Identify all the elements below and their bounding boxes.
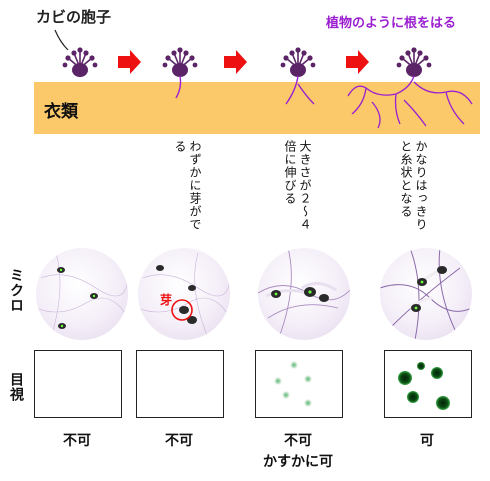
verdict-4: 可 <box>420 433 434 449</box>
pointer-line <box>54 29 69 51</box>
verdict-1: 不可 <box>63 433 91 449</box>
stage-note-3: 大きさが２～４倍に伸びる <box>283 140 312 231</box>
faint-colony <box>304 399 312 407</box>
hypha-network <box>347 75 473 129</box>
colony <box>431 367 443 379</box>
bud-highlight-circle <box>171 299 193 321</box>
growth-diagram <box>54 29 473 129</box>
colony <box>407 391 419 403</box>
stage-note-4: かなりはっきりと糸状となる <box>399 140 428 231</box>
visual-box-3 <box>255 350 343 418</box>
root-label: 植物のように根をはる <box>326 16 457 31</box>
faint-colony <box>274 377 282 385</box>
spore-3 <box>280 47 316 77</box>
micro-view-2 <box>138 248 230 340</box>
verdict-2: 不可 <box>165 433 193 449</box>
arrow-right-icon <box>118 50 141 74</box>
faint-colony <box>304 375 312 383</box>
arrow-right-icon <box>224 50 247 74</box>
verdict-3: 不可 <box>284 433 312 449</box>
row-label-visual: 目視 <box>8 372 24 402</box>
faint-colony <box>282 391 290 399</box>
spore-label: カビの胞子 <box>36 8 112 26</box>
arrow-right-icon <box>346 50 369 74</box>
fabric-label: 衣類 <box>44 102 78 122</box>
verdict-3-sub: かすかに可 <box>263 454 333 470</box>
colony <box>417 362 425 370</box>
hypha-medium <box>285 75 315 105</box>
spore-1 <box>62 47 98 77</box>
spore-2 <box>162 47 198 77</box>
bud-label: 芽 <box>160 293 173 307</box>
colony <box>398 371 412 385</box>
colony <box>436 396 450 410</box>
micro-view-4 <box>380 248 472 340</box>
visual-box-2 <box>136 350 224 418</box>
micro-view-3 <box>258 248 350 340</box>
visual-box-4 <box>384 350 472 418</box>
stage-note-2: わずかに芽がでる <box>173 140 202 231</box>
visual-box-1 <box>34 350 122 418</box>
micro-view-1 <box>36 248 128 340</box>
hypha-short <box>175 75 182 99</box>
row-label-micro: ミクロ <box>8 268 24 313</box>
faint-colony <box>290 361 298 369</box>
spore-4 <box>396 47 432 77</box>
fabric-band <box>34 82 480 134</box>
